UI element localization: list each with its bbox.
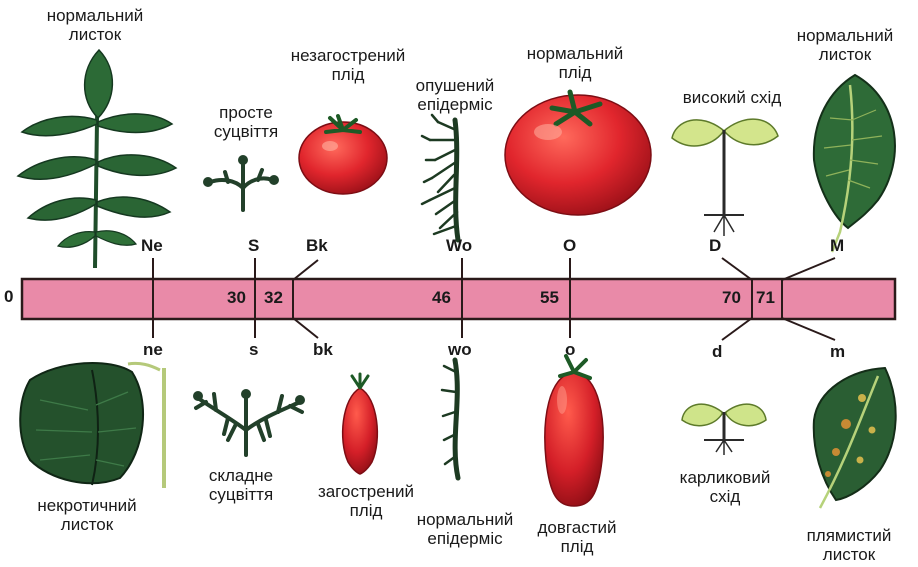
position-label: 55 bbox=[540, 288, 559, 308]
gene-label-dominant: S bbox=[248, 236, 259, 256]
caption-line: просте bbox=[196, 103, 296, 122]
position-label: 70 bbox=[722, 288, 741, 308]
hairy-stem-icon bbox=[422, 115, 458, 240]
caption-line: нормальний bbox=[400, 510, 530, 529]
caption-line: нормальний bbox=[510, 44, 640, 63]
caption-line: листок bbox=[784, 545, 914, 564]
smooth-stem-icon bbox=[442, 360, 458, 478]
gene-label-recessive: bk bbox=[313, 340, 333, 360]
caption-line: схід bbox=[660, 487, 790, 506]
caption-line: складне bbox=[186, 466, 296, 485]
caption-elongated-fruit: довгастий плід bbox=[522, 518, 632, 556]
gene-label-dominant: Ne bbox=[141, 236, 163, 256]
caption-line: загострений bbox=[296, 482, 436, 501]
caption-line: суцвіття bbox=[186, 485, 296, 504]
gene-label-recessive: wo bbox=[448, 340, 472, 360]
gene-label-recessive: s bbox=[249, 340, 258, 360]
caption-line: довгастий bbox=[522, 518, 632, 537]
position-label: 71 bbox=[756, 288, 775, 308]
spotted-leaf-icon bbox=[814, 368, 896, 508]
gene-label-recessive: ne bbox=[143, 340, 163, 360]
caption-compound-inflorescence: складне суцвіття bbox=[186, 466, 296, 504]
caption-pubescent-epidermis: опушений епідерміс bbox=[400, 76, 510, 114]
gene-label-recessive: o bbox=[565, 340, 575, 360]
compound-inflorescence-icon bbox=[195, 391, 303, 455]
caption-line: епідерміс bbox=[400, 529, 530, 548]
caption-line: опушений bbox=[400, 76, 510, 95]
gene-label-recessive: d bbox=[712, 342, 722, 362]
caption-dwarf-seedling: карликовий схід bbox=[660, 468, 790, 506]
caption-simple-inflorescence: просте суцвіття bbox=[196, 103, 296, 141]
gene-label-recessive: m bbox=[830, 342, 845, 362]
caption-line: суцвіття bbox=[196, 122, 296, 141]
position-label: 46 bbox=[432, 288, 451, 308]
caption-necrotic-leaf: некротичний листок bbox=[12, 496, 162, 534]
elongated-tomato-icon bbox=[545, 356, 603, 506]
caption-normal-epidermis: нормальний епідерміс bbox=[400, 510, 530, 548]
necrotic-leaf-icon bbox=[20, 363, 164, 488]
caption-line: високий схід bbox=[662, 88, 802, 107]
gene-label-dominant: Wo bbox=[446, 236, 472, 256]
simple-inflorescence-icon bbox=[205, 157, 277, 210]
round-tomato-icon bbox=[299, 116, 387, 194]
pointed-tomato-icon bbox=[343, 374, 378, 474]
chromosome-start-label: 0 bbox=[4, 287, 13, 307]
big-tomato-icon bbox=[505, 92, 651, 215]
gene-label-dominant: D bbox=[709, 236, 721, 256]
caption-line: листок bbox=[12, 515, 162, 534]
caption-line: епідерміс bbox=[400, 95, 510, 114]
caption-line: листок bbox=[780, 45, 910, 64]
gene-label-dominant: O bbox=[563, 236, 576, 256]
caption-line: плямистий bbox=[784, 526, 914, 545]
caption-spotted-leaf: плямистий листок bbox=[784, 526, 914, 564]
caption-normal-leaf-right: нормальний листок bbox=[780, 26, 910, 64]
dwarf-seedling-icon bbox=[682, 404, 766, 455]
caption-line: некротичний bbox=[12, 496, 162, 515]
tall-seedling-icon bbox=[672, 119, 778, 236]
caption-line: карликовий bbox=[660, 468, 790, 487]
caption-normal-fruit: нормальний плід bbox=[510, 44, 640, 82]
caption-line: плід bbox=[522, 537, 632, 556]
caption-tall-seedling: високий схід bbox=[662, 88, 802, 107]
caption-line: плід bbox=[510, 63, 640, 82]
caption-line: нормальний bbox=[30, 6, 160, 25]
position-label: 32 bbox=[264, 288, 283, 308]
gene-label-dominant: Bk bbox=[306, 236, 328, 256]
caption-normal-leaf-left: нормальний листок bbox=[30, 6, 160, 44]
caption-line: нормальний bbox=[780, 26, 910, 45]
caption-line: листок bbox=[30, 25, 160, 44]
position-label: 30 bbox=[227, 288, 246, 308]
caption-line: незагострений bbox=[268, 46, 428, 65]
serrated-leaf-icon bbox=[814, 75, 895, 252]
gene-label-dominant: M bbox=[830, 236, 844, 256]
